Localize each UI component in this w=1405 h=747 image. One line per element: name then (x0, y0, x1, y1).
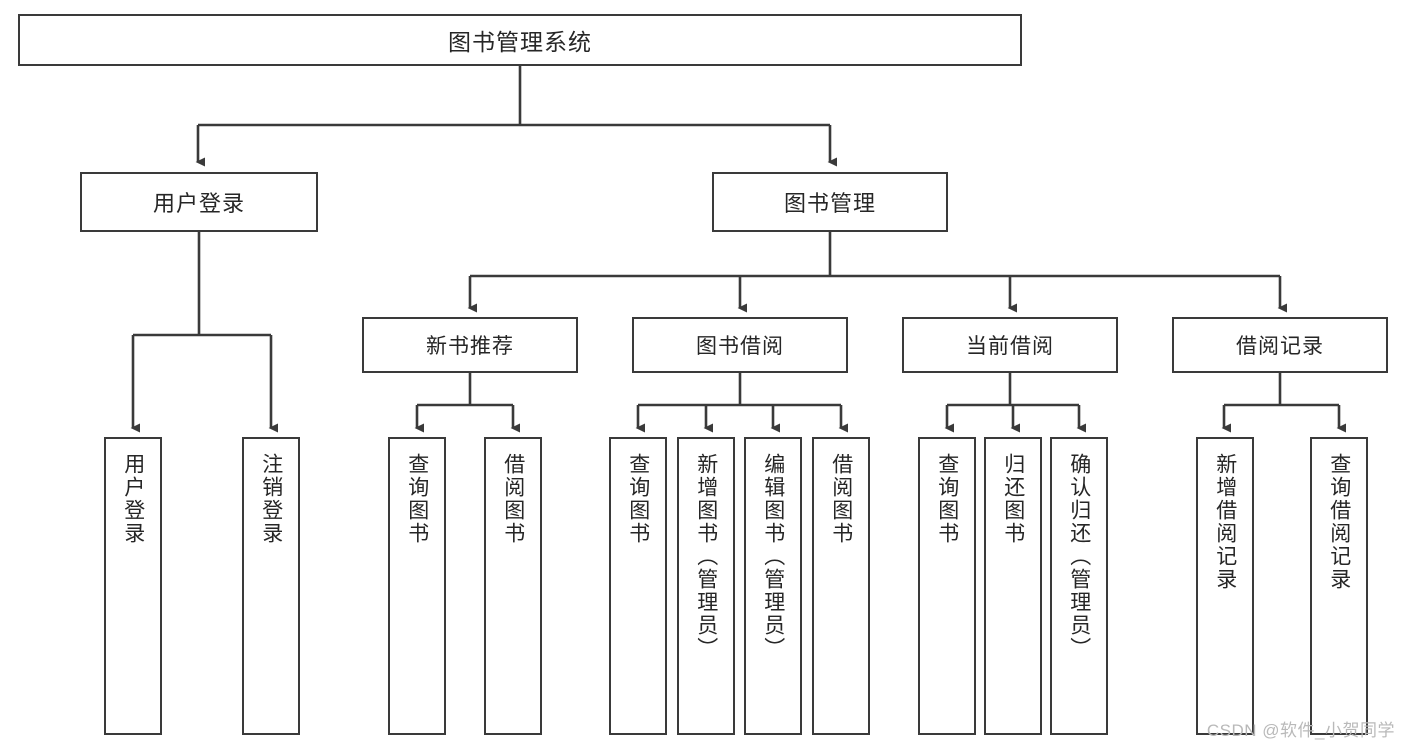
leaf-label: 借阅图书 (501, 453, 525, 545)
leaf-book-borrow-borrow[interactable]: 借阅图书 (812, 437, 870, 735)
node-current-borrow[interactable]: 当前借阅 (902, 317, 1118, 373)
watermark: CSDN @软件_小贺同学 (1206, 721, 1395, 740)
node-root[interactable]: 图书管理系统 (18, 14, 1022, 66)
node-book-management[interactable]: 图书管理 (712, 172, 948, 232)
leaf-label: 查询借阅记录 (1327, 453, 1351, 591)
leaf-label: 编辑图书（管理员） (761, 453, 785, 660)
leaf-label: 查询图书 (626, 453, 650, 545)
leaf-label: 新增图书（管理员） (694, 453, 718, 660)
leaf-label: 用户登录 (121, 453, 145, 545)
leaf-label: 归还图书 (1001, 453, 1025, 545)
node-borrow-record-label: 借阅记录 (1236, 335, 1324, 358)
leaf-current-borrow-confirm-return[interactable]: 确认归还（管理员） (1050, 437, 1108, 735)
node-borrow-record[interactable]: 借阅记录 (1172, 317, 1388, 373)
node-book-borrow[interactable]: 图书借阅 (632, 317, 848, 373)
leaf-label: 查询图书 (935, 453, 959, 545)
node-new-book-recommend[interactable]: 新书推荐 (362, 317, 578, 373)
leaf-label: 借阅图书 (829, 453, 853, 545)
leaf-label: 确认归还（管理员） (1067, 453, 1091, 660)
leaf-current-borrow-query[interactable]: 查询图书 (918, 437, 976, 735)
leaf-label: 注销登录 (259, 453, 283, 545)
leaf-label: 新增借阅记录 (1213, 453, 1237, 591)
leaf-user-login-signin[interactable]: 用户登录 (104, 437, 162, 735)
leaf-new-book-borrow[interactable]: 借阅图书 (484, 437, 542, 735)
node-user-login-label: 用户登录 (152, 191, 245, 216)
node-root-label: 图书管理系统 (448, 29, 592, 55)
node-book-management-label: 图书管理 (783, 191, 876, 216)
leaf-borrow-record-query[interactable]: 查询借阅记录 (1310, 437, 1368, 735)
node-new-book-recommend-label: 新书推荐 (426, 335, 514, 358)
leaf-borrow-record-add[interactable]: 新增借阅记录 (1196, 437, 1254, 735)
leaf-user-login-signout[interactable]: 注销登录 (242, 437, 300, 735)
leaf-book-borrow-add[interactable]: 新增图书（管理员） (677, 437, 735, 735)
leaf-book-borrow-edit[interactable]: 编辑图书（管理员） (744, 437, 802, 735)
node-book-borrow-label: 图书借阅 (696, 335, 784, 358)
leaf-book-borrow-query[interactable]: 查询图书 (609, 437, 667, 735)
leaf-new-book-query[interactable]: 查询图书 (388, 437, 446, 735)
leaf-current-borrow-return[interactable]: 归还图书 (984, 437, 1042, 735)
leaf-label: 查询图书 (405, 453, 429, 545)
node-current-borrow-label: 当前借阅 (966, 335, 1054, 358)
node-user-login[interactable]: 用户登录 (80, 172, 318, 232)
